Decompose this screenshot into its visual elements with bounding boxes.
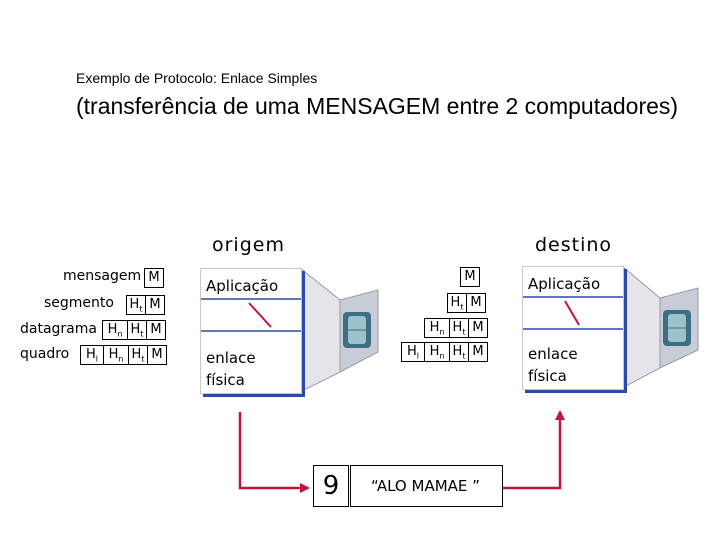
destination-layer-fisica: física: [528, 367, 567, 385]
destination-layer-aplicacao: Aplicação: [528, 275, 601, 293]
subtitle: Exemplo de Protocolo: Enlace Simples: [76, 70, 318, 86]
pdu-cell-m: M: [144, 268, 164, 288]
pdu-cell-m: M: [460, 267, 480, 287]
source-protocol-stack: Aplicação enlace física: [200, 268, 302, 394]
source-computer-icon: [299, 266, 379, 393]
row-label-mensagem: mensagem: [63, 268, 142, 284]
row-label-quadro: quadro: [20, 346, 70, 362]
source-stack-divider: [201, 298, 301, 332]
source-layer-aplicacao: Aplicação: [206, 277, 279, 295]
pdu-cell-m: M: [466, 293, 486, 313]
pdu-cell-m: M: [145, 295, 165, 315]
destination-stack-divider: [523, 296, 623, 330]
pdu-cell-hn: Hn: [103, 345, 129, 365]
source-layer-enlace: enlace: [206, 349, 256, 367]
destination-computer-icon: [621, 264, 699, 389]
origem-label: origem: [212, 234, 285, 256]
screen-message: “ALO MAMAE ”: [350, 465, 503, 507]
destino-label: destino: [535, 234, 613, 256]
row-label-segmento: segmento: [44, 295, 114, 311]
pdu-cell-m: M: [468, 318, 488, 338]
pdu-cell-ht: Ht: [449, 342, 469, 362]
row-label-datagrama: datagrama: [20, 321, 97, 337]
page-title: (transferência de uma MENSAGEM entre 2 c…: [76, 93, 679, 119]
pdu-cell-hn: Hn: [424, 318, 450, 338]
destination-protocol-stack: Aplicação enlace física: [522, 266, 624, 390]
destination-layer-enlace: enlace: [528, 345, 578, 363]
transmission-path: [238, 410, 565, 493]
source-layer-fisica: física: [206, 371, 245, 389]
screen-number: 9: [313, 465, 349, 507]
pdu-cell-m: M: [146, 320, 166, 340]
pdu-cell-m: M: [468, 342, 488, 362]
pdu-cell-m: M: [147, 345, 167, 365]
pdu-cell-hn: Hn: [102, 320, 128, 340]
